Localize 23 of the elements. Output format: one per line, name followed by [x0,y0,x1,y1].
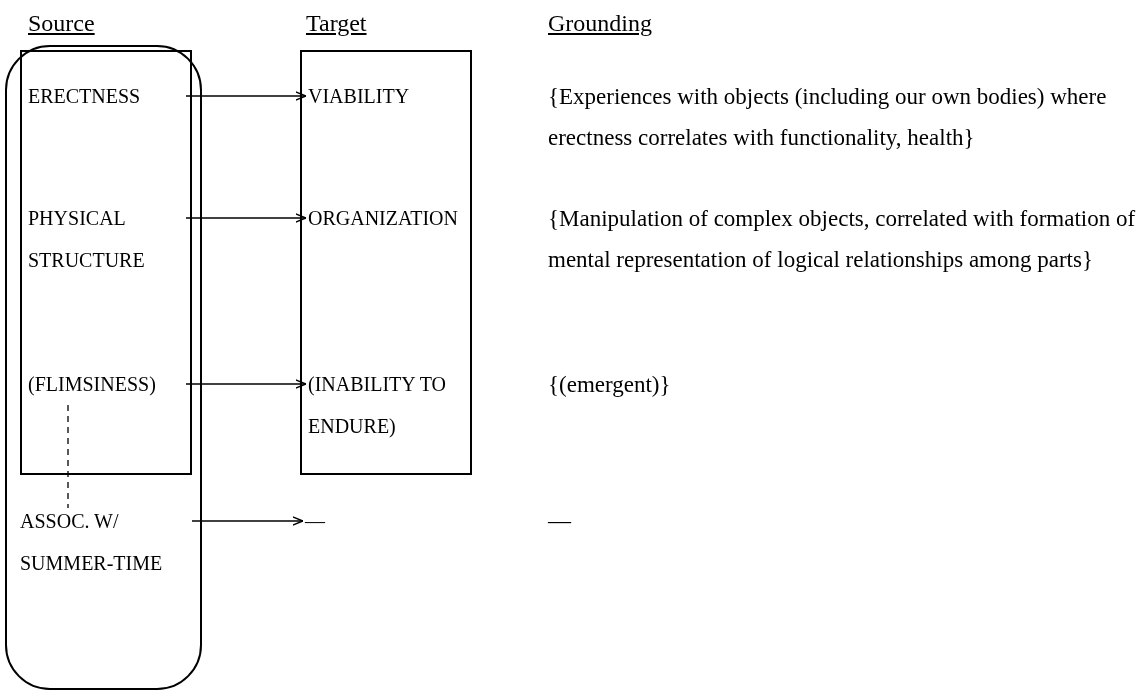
outline-box [20,50,192,475]
rounded-outline [5,45,202,690]
grounding-text: {Manipulation of complex objects, correlated with formation of mental representation of logical relationships among parts} [548,205,1137,274]
concept-label: ORGANIZATION [308,197,466,239]
arrow [191,516,304,526]
grounding-text: {Experiences with objects (including our own bodies) where erectness correlates with functionality, health} [548,83,1108,152]
arrow [185,379,307,389]
column-header: Source [28,9,95,38]
concept-label: ASSOC. W/ SUMMER-TIME [20,500,192,584]
column-header: Target [306,9,367,38]
dashed-line [67,404,69,509]
grounding-text: {(emergent)} [548,371,672,399]
arrow [185,91,307,101]
column-header: Grounding [548,9,652,38]
dash-label: — [305,500,345,542]
concept-label: (FLIMSINESS) [28,363,186,405]
outline-box [300,50,472,475]
concept-label: VIABILITY [308,75,466,117]
grounding-text: — [548,507,572,535]
concept-label: (INABILITY TO ENDURE) [308,363,466,447]
concept-label: ERECTNESS [28,75,186,117]
concept-label: PHYSICAL STRUCTURE [28,197,186,281]
arrow [185,213,307,223]
